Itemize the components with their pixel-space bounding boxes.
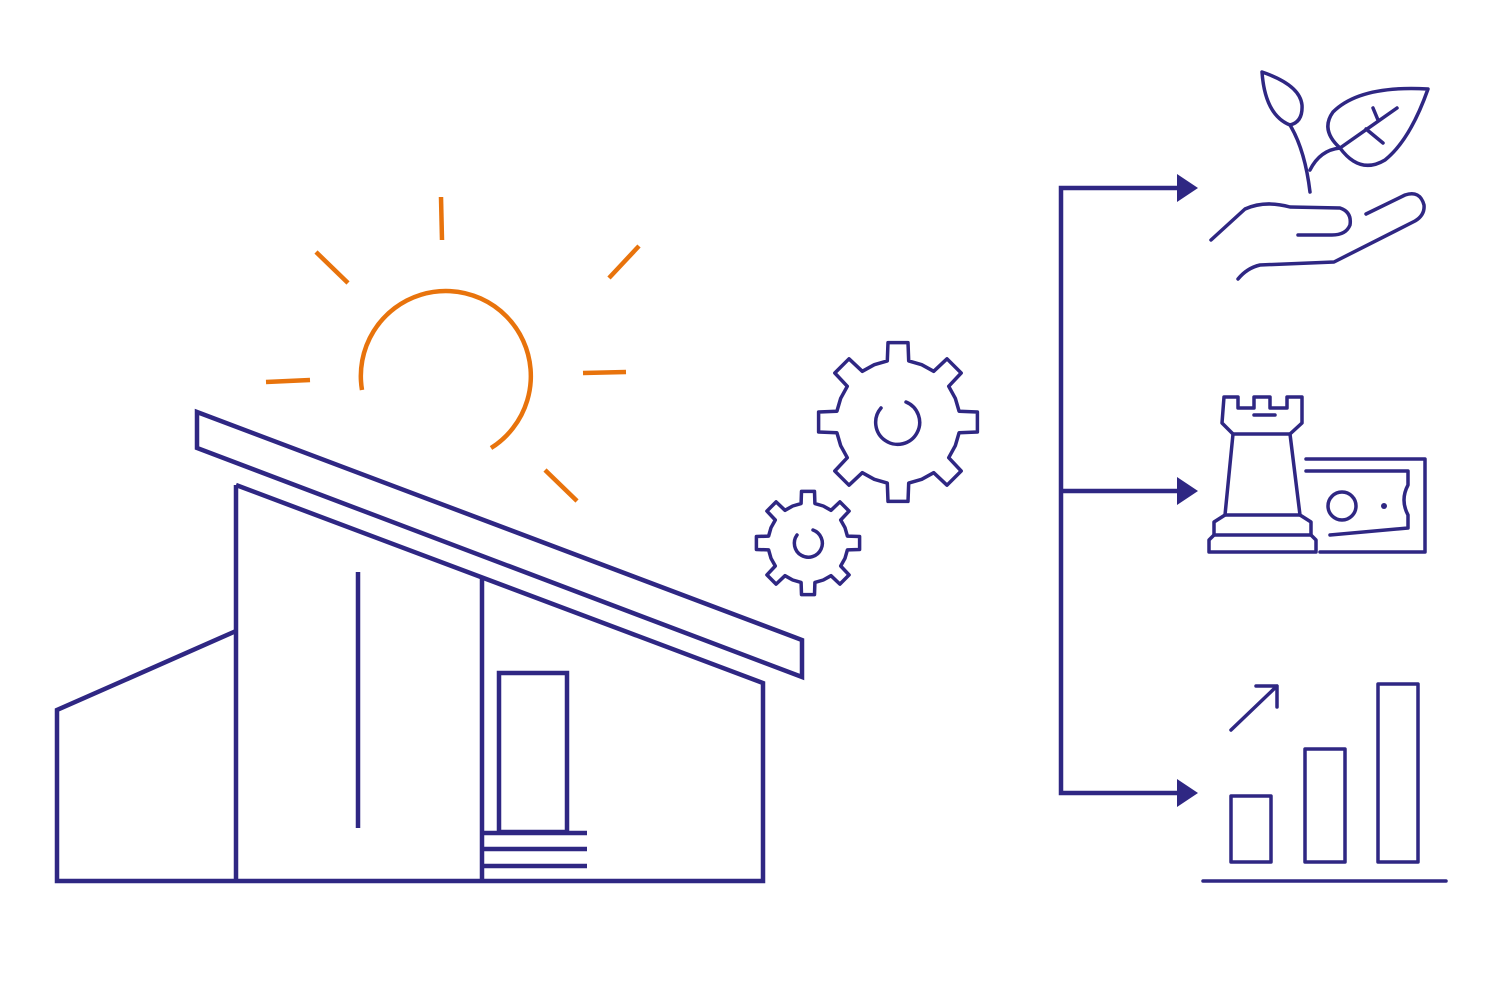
gear-large (816, 340, 980, 504)
growth-bar-chart-icon (1201, 682, 1448, 883)
gear-large-hub (873, 400, 922, 447)
gear-small (754, 489, 862, 597)
solar-panel (194, 408, 805, 681)
branch-arrows-icon (1058, 174, 1198, 807)
gears-icon (754, 340, 980, 597)
door (496, 670, 570, 835)
sun-icon (265, 196, 641, 503)
plant-in-hand-icon (1209, 70, 1430, 281)
gear-small-hub (792, 528, 825, 559)
house-with-solar-panel-icon (54, 408, 805, 884)
rook-and-money-icon (1207, 395, 1427, 554)
